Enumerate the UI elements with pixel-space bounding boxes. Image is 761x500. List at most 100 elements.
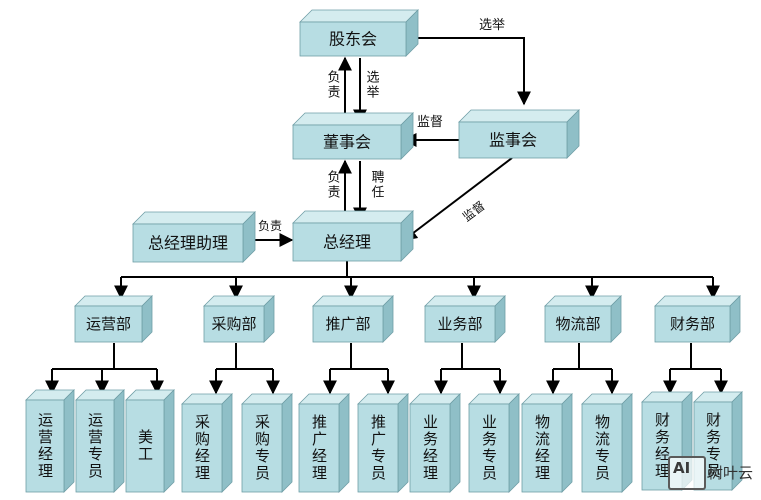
box-shareholders: 股东会 [299, 9, 419, 57]
box-label: 物流经理 [533, 414, 551, 482]
box-side [508, 393, 520, 493]
edge-label: 负责 [258, 219, 282, 233]
box-front [298, 403, 340, 493]
box-front [25, 399, 65, 493]
box-label: 物流部 [555, 315, 600, 333]
box-gm: 总经理 [292, 210, 414, 262]
box-top [312, 295, 394, 307]
box-business: 业务部 [424, 295, 506, 343]
box-side [221, 393, 233, 493]
box-front [292, 222, 402, 262]
box-front [74, 305, 143, 343]
box-front [468, 403, 510, 493]
edge-labels: 选举负责选举监督负责聘任监督负责 [258, 18, 505, 233]
box-front [521, 403, 563, 493]
box-log_staff: 物流专员 [581, 393, 633, 493]
box-front [424, 305, 496, 343]
box-top [74, 295, 153, 307]
box-side [63, 389, 75, 493]
box-label: 业务专员 [480, 414, 498, 482]
box-label: 股东会 [329, 30, 377, 49]
box-label: 美工 [136, 429, 154, 463]
box-biz_mgr: 业务经理 [409, 393, 461, 493]
box-label: 财务部 [670, 315, 715, 333]
box-side [397, 393, 409, 493]
box-ops_staff: 运营专员 [75, 389, 125, 493]
box-label: 运营专员 [86, 412, 104, 480]
box-side [281, 393, 293, 493]
box-label: 财务经理 [653, 412, 671, 480]
box-top [458, 109, 580, 123]
box-side [338, 393, 350, 493]
box-side [449, 393, 461, 493]
edge-label: 监督 [417, 115, 443, 130]
box-front [299, 21, 407, 57]
watermark-text: 树叶云 [708, 464, 754, 482]
connector-line [406, 37, 531, 106]
box-top [132, 211, 256, 225]
edge-label: 选举 [479, 18, 505, 33]
box-purchase: 采购部 [203, 295, 275, 343]
box-board: 董事会 [292, 112, 414, 160]
box-side [163, 389, 175, 493]
edge-label: 负责 [325, 170, 341, 200]
box-front [125, 399, 165, 493]
box-fin_staff: 财务专员 [693, 391, 743, 491]
box-label: 运营经理 [36, 412, 54, 480]
box-ops: 运营部 [74, 295, 153, 343]
connectors [45, 37, 728, 395]
box-label: 总经理助理 [148, 234, 228, 253]
box-label: 业务经理 [421, 414, 439, 482]
box-label: 推广专员 [369, 414, 387, 482]
box-label: 推广部 [325, 315, 370, 333]
box-top [424, 295, 506, 307]
box-top [292, 112, 414, 126]
box-side [561, 393, 573, 493]
edge-label: 负责 [325, 70, 341, 100]
box-label: 采购经理 [193, 414, 211, 482]
box-top [544, 295, 622, 307]
box-label: 采购部 [211, 315, 256, 333]
box-supervisors: 监事会 [458, 109, 580, 159]
box-front [357, 403, 399, 493]
box-label: 推广经理 [310, 414, 328, 482]
box-logistics: 物流部 [544, 295, 622, 343]
box-finance: 财务部 [654, 295, 741, 343]
box-fin_mgr: 财务经理 [641, 391, 693, 491]
box-side [113, 389, 125, 493]
box-front [132, 223, 244, 263]
box-promo_mgr: 推广经理 [298, 393, 350, 493]
box-gm_assistant: 总经理助理 [132, 211, 256, 263]
edge-label: 聘任 [369, 170, 385, 200]
box-top [292, 210, 414, 224]
box-ops_mgr: 运营经理 [25, 389, 75, 493]
edge-label: 选举 [364, 70, 380, 100]
box-top [654, 295, 741, 307]
box-front [312, 305, 384, 343]
box-label: 物流专员 [593, 414, 611, 482]
box-label: 运营部 [86, 315, 131, 333]
watermark-logo: AI [668, 456, 706, 490]
box-label: 业务部 [437, 315, 482, 333]
box-label: 董事会 [323, 133, 371, 152]
box-top [203, 295, 275, 307]
box-front [458, 121, 568, 159]
box-label: 总经理 [323, 233, 371, 252]
box-promo_staff: 推广专员 [357, 393, 409, 493]
box-top [299, 9, 419, 23]
box-biz_staff: 业务专员 [468, 393, 520, 493]
box-log_mgr: 物流经理 [521, 393, 573, 493]
box-label: 财务专员 [704, 412, 722, 480]
box-art: 美工 [125, 389, 175, 493]
connector-line [402, 157, 513, 241]
box-front [203, 305, 265, 343]
box-front [241, 403, 283, 493]
box-front [654, 305, 731, 343]
box-front [75, 399, 115, 493]
box-pur_mgr: 采购经理 [181, 393, 233, 493]
box-pur_staff: 采购专员 [241, 393, 293, 493]
box-front [181, 403, 223, 493]
box-front [581, 403, 623, 493]
